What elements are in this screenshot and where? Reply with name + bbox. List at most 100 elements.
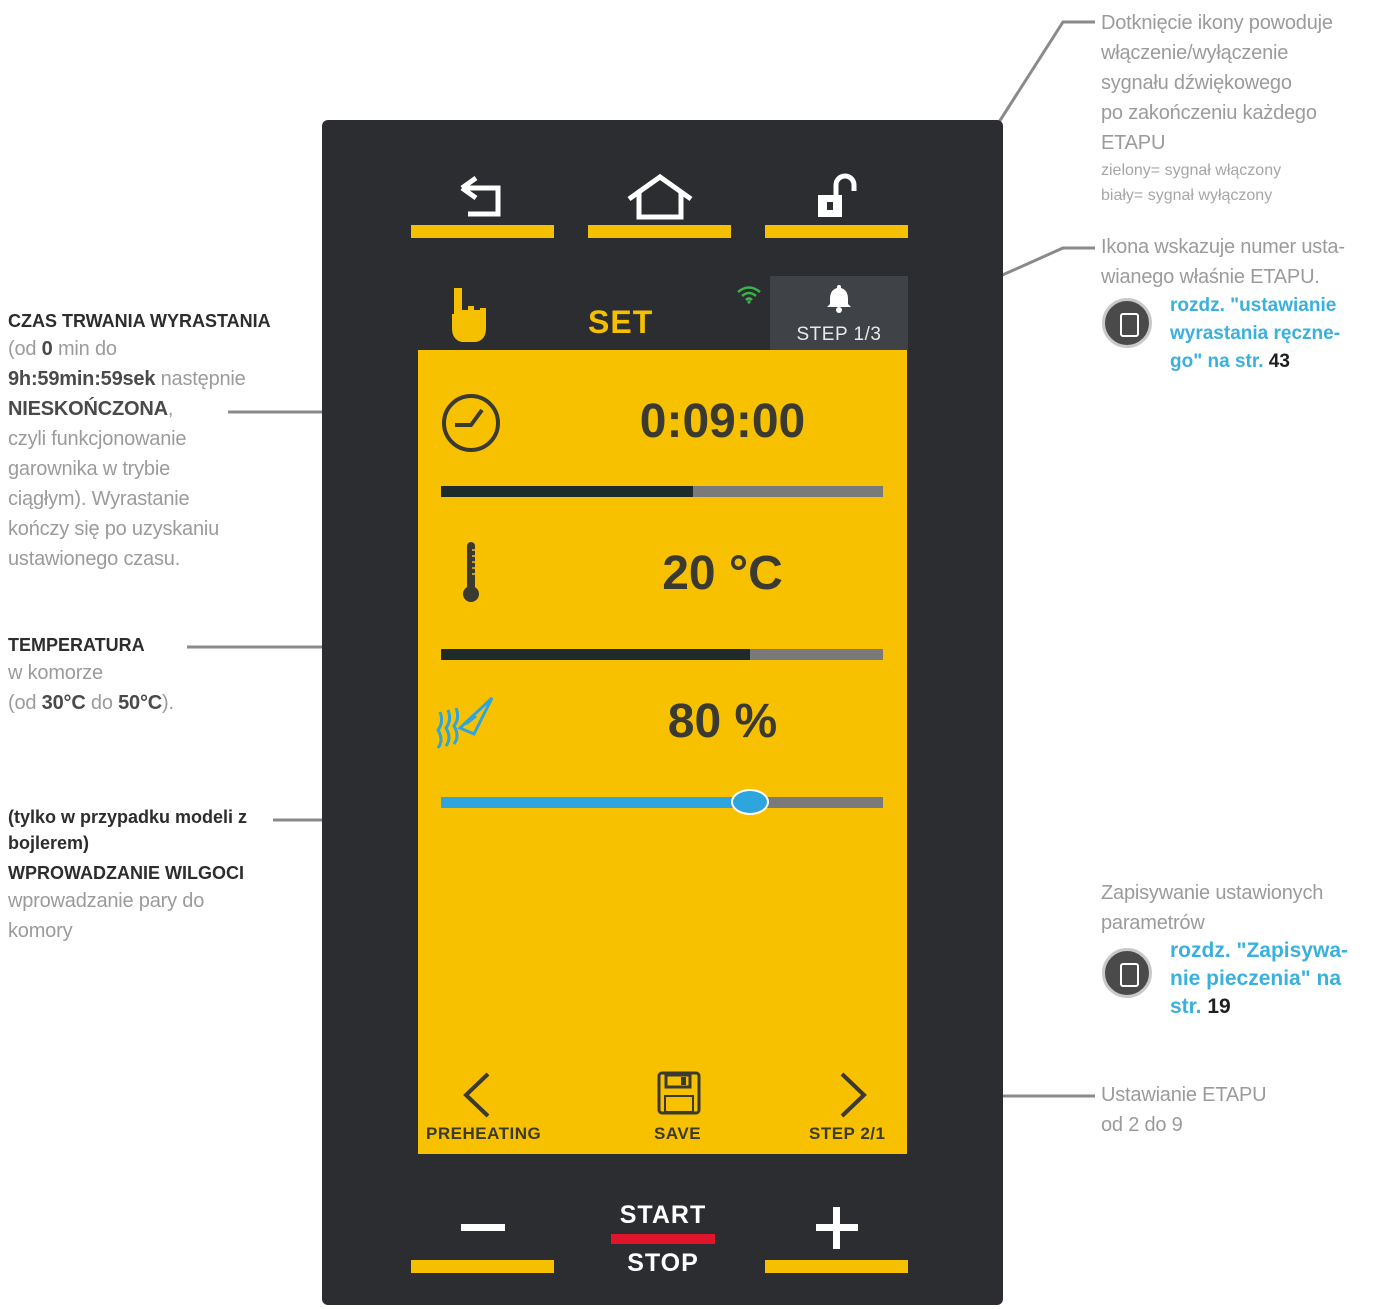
temp-l2b: 30°C — [41, 692, 86, 714]
duration-l6: ciągłym). Wyrastanie — [8, 488, 190, 510]
lock-button[interactable] — [765, 168, 908, 238]
clock-icon — [440, 392, 502, 459]
bell-l3: sygnału dźwiękowego — [1101, 72, 1292, 94]
step-icon-ref1: rozdz. "ustawianie — [1170, 295, 1337, 316]
step-set-l2: od 2 do 9 — [1101, 1114, 1183, 1136]
humidity-value[interactable]: 80 % — [667, 695, 778, 748]
temperature-progress-fill — [441, 649, 751, 660]
duration-l2b: następnie — [155, 368, 246, 390]
time-progress-fill — [441, 486, 693, 497]
start-stop-button[interactable]: START STOP — [605, 1201, 721, 1281]
step-icon-ref3b: 43 — [1268, 351, 1290, 372]
preheating-link[interactable]: PREHEATING — [426, 1124, 542, 1143]
next-step-link[interactable]: STEP 2/1 — [809, 1124, 886, 1143]
duration-heading: CZAS TRWANIA WYRASTANIA — [8, 311, 271, 331]
step-icon-reference[interactable]: rozdz. "ustawianie wyrastania ręczne- go… — [1170, 292, 1385, 376]
bell-icon[interactable] — [823, 282, 855, 319]
duration-l8: ustawionego czasu. — [8, 548, 181, 570]
humidity-slider-knob[interactable] — [731, 789, 770, 815]
stop-label: STOP — [627, 1249, 699, 1277]
save-ref2: nie pieczenia" na — [1170, 967, 1342, 990]
save-ref1: rozdz. "Zapisywa- — [1170, 939, 1348, 962]
temp-l2d: 50°C — [118, 692, 163, 714]
minus-button[interactable] — [411, 1195, 554, 1275]
duration-l7: kończy się po uzyskaniu — [8, 518, 220, 540]
duration-l1b: 0 — [41, 338, 53, 360]
step-icon-l1: Ikona wskazuje numer usta- — [1101, 236, 1345, 258]
temperature-progress-bar[interactable] — [441, 649, 883, 660]
temperature-heading: TEMPERATURA — [8, 635, 145, 655]
save-l1: Zapisywanie ustawionych — [1101, 882, 1324, 904]
parameter-screen: 0:09:00 20 °C 80 % PREHEATING SAVE STEP … — [418, 350, 907, 1154]
save-label[interactable]: SAVE — [654, 1124, 702, 1143]
book-reference-icon — [1102, 298, 1152, 348]
humidity-heading-b: bojlerem) — [8, 833, 90, 853]
chevron-left-icon[interactable] — [460, 1070, 492, 1125]
temperature-value[interactable]: 20 °C — [662, 547, 783, 600]
home-button[interactable] — [588, 168, 731, 238]
save-ref3b: 19 — [1207, 995, 1231, 1018]
time-progress-bar[interactable] — [441, 486, 883, 497]
duration-annotation: CZAS TRWANIA WYRASTANIA (od 0 min do 9h:… — [8, 308, 308, 574]
minus-icon — [461, 1224, 505, 1231]
duration-l3a: NIESKOŃCZONA — [8, 398, 168, 420]
time-value[interactable]: 0:09:00 — [639, 395, 806, 448]
lock-button-bar — [765, 225, 908, 238]
step-icon-l2: wianego właśnie ETAPU. — [1101, 266, 1320, 288]
floppy-disk-icon[interactable] — [656, 1070, 702, 1121]
duration-l1a: (od — [8, 338, 42, 360]
bell-s1: zielony= sygnał włączony — [1101, 162, 1282, 179]
back-button-bar — [411, 225, 554, 238]
step-icon-ref2: wyrastania ręczne- — [1170, 323, 1341, 344]
unlocked-padlock-icon — [765, 168, 908, 226]
bell-l4: po zakończeniu każdego — [1101, 102, 1317, 124]
duration-l3b: , — [167, 398, 174, 420]
steam-injection-icon — [436, 694, 496, 759]
temp-l2e: ). — [162, 692, 174, 714]
save-annotation: Zapisywanie ustawionych parametrów — [1101, 878, 1386, 938]
home-icon — [588, 168, 731, 226]
duration-l2a: 9h:59min:59sek — [8, 368, 156, 390]
humidity-slider[interactable] — [441, 789, 883, 815]
step-set-annotation: Ustawianie ETAPU od 2 do 9 — [1101, 1080, 1386, 1140]
humidity-slider-fill — [441, 797, 751, 808]
home-button-bar — [588, 225, 731, 238]
plus-icon-v — [833, 1207, 840, 1249]
step-indicator[interactable]: STEP 1/3 — [770, 276, 908, 350]
back-button[interactable] — [411, 168, 554, 238]
minus-button-bar — [411, 1260, 554, 1273]
temperature-annotation: TEMPERATURA w komorze (od 30°C do 50°C). — [8, 632, 268, 718]
duration-l1c: min do — [52, 338, 117, 360]
plus-button[interactable] — [765, 1195, 908, 1275]
save-reference[interactable]: rozdz. "Zapisywa- nie pieczenia" na str.… — [1170, 937, 1385, 1021]
thermometer-icon — [462, 540, 480, 609]
chevron-right-icon[interactable] — [838, 1070, 870, 1125]
wifi-icon — [736, 284, 762, 309]
humidity-heading-a: (tylko w przypadku modeli z — [8, 807, 248, 827]
humidity-l1: wprowadzanie pary do — [8, 890, 205, 912]
bell-annotation: Dotknięcie ikony powoduje włączenie/wyłą… — [1101, 8, 1386, 208]
duration-l4: czyli funkcjonowanie — [8, 428, 187, 450]
save-l2: parametrów — [1101, 912, 1205, 934]
manual-mode-hand-icon — [444, 286, 490, 351]
duration-l5: garownika w trybie — [8, 458, 171, 480]
plus-button-bar — [765, 1260, 908, 1273]
humidity-heading-c: WPROWADZANIE WILGOCI — [8, 863, 244, 883]
humidity-annotation: (tylko w przypadku modeli z bojlerem) WP… — [8, 804, 278, 946]
start-label: START — [619, 1201, 707, 1229]
book-reference-icon-2 — [1102, 948, 1152, 998]
save-ref3a: str. — [1170, 995, 1208, 1018]
mode-label: SET — [588, 304, 654, 340]
temperature-l1: w komorze — [8, 662, 103, 684]
step-icon-annotation: Ikona wskazuje numer usta- wianego właśn… — [1101, 232, 1386, 292]
bell-l2: włączenie/wyłączenie — [1101, 42, 1289, 64]
temp-l2a: (od — [8, 692, 42, 714]
bell-l1: Dotknięcie ikony powoduje — [1101, 12, 1333, 34]
bell-l5: ETAPU — [1101, 132, 1166, 154]
temp-l2c: do — [85, 692, 119, 714]
start-stop-divider — [611, 1234, 715, 1244]
back-arrow-icon — [411, 168, 554, 226]
step-set-l1: Ustawianie ETAPU — [1101, 1084, 1267, 1106]
humidity-l2: komory — [8, 920, 73, 942]
step-indicator-label: STEP 1/3 — [796, 324, 882, 345]
